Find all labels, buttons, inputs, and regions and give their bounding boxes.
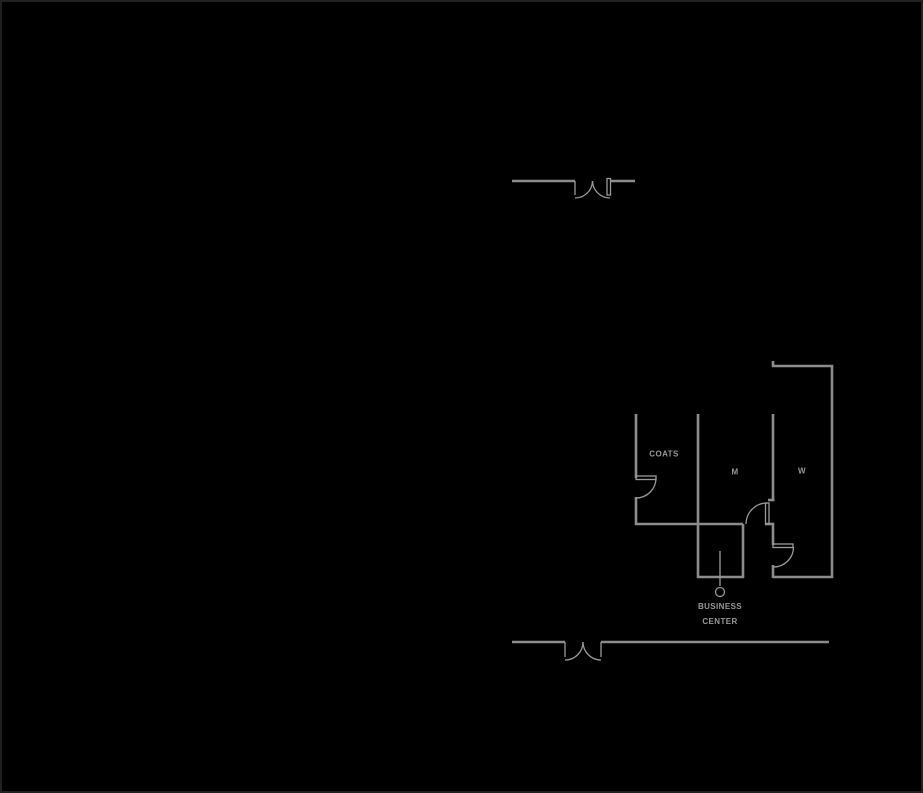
womens-door-icon [772,543,795,568]
business-center-label-line1: BUSINESS [697,602,743,611]
business-center-label-line2: CENTER [702,617,738,626]
mens-door-icon [745,502,770,525]
womens-room-outer-walls [771,361,834,579]
top-double-door-icon [574,177,612,199]
business-center-callout-leader [714,551,726,598]
bottom-double-door-icon [564,641,602,661]
business-center-callout-label: BUSINESS CENTER [698,599,742,629]
callout-circle-icon [714,586,726,598]
room-label-coats: COATS [649,449,679,459]
room-label-mens-restroom: M [731,467,739,477]
coats-door-icon [635,475,657,499]
partition-walls [634,414,775,578]
room-label-womens-restroom: W [798,466,806,476]
